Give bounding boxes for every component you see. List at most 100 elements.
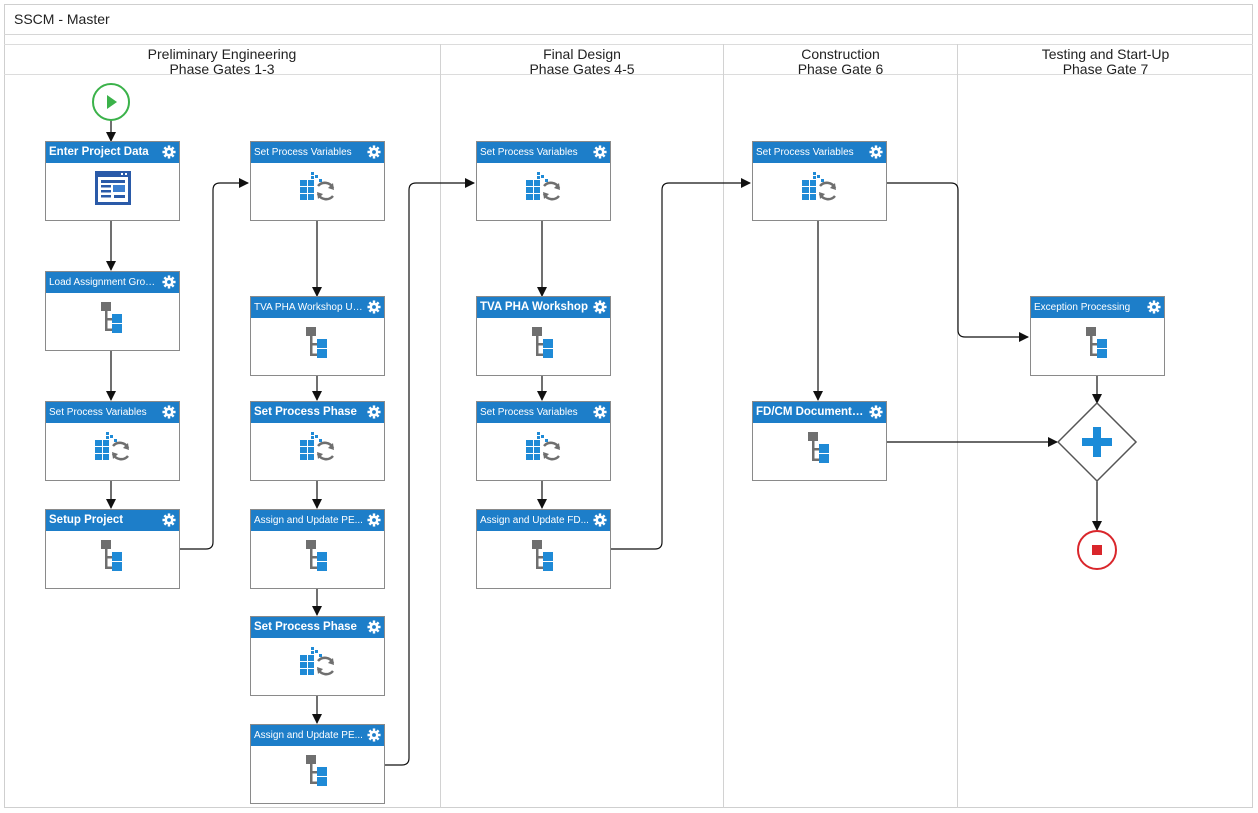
gear-icon[interactable]: [162, 275, 176, 289]
lane-header-construction: Construction Phase Gate 6: [724, 47, 957, 77]
activity-label: Set Process Variables: [49, 407, 147, 418]
subprocess-icon: [1085, 327, 1107, 358]
activity-set-process-variables-5[interactable]: Set Process Variables: [752, 141, 887, 221]
lane-title: Construction: [801, 46, 880, 62]
activity-label: Set Process Variables: [254, 147, 352, 158]
subprocess-icon: [100, 302, 122, 333]
activity-enter-project-data[interactable]: Enter Project Data: [45, 141, 180, 221]
activity-label: Setup Project: [49, 514, 124, 526]
activity-set-process-variables-1[interactable]: Set Process Variables: [45, 401, 180, 481]
connector: [384, 178, 475, 766]
lane-title: Preliminary Engineering: [147, 46, 297, 62]
activity-set-process-variables-2[interactable]: Set Process Variables: [250, 141, 385, 221]
connector: [179, 178, 249, 550]
activity-assign-update-pe-1[interactable]: Assign and Update PE...: [250, 509, 385, 589]
gear-icon[interactable]: [367, 405, 381, 419]
activity-label: Load Assignment Grou...: [49, 277, 159, 288]
connector: [886, 182, 1029, 342]
subprocess-icon: [531, 327, 553, 358]
activity-label: Set Process Phase: [254, 406, 357, 418]
variables-icon: [94, 432, 129, 461]
subprocess-icon: [100, 540, 122, 571]
lane-subtitle: Phase Gate 6: [797, 61, 884, 77]
process-title: SSCM - Master: [14, 11, 110, 27]
lane-divider: [723, 44, 724, 808]
activity-label: Assign and Update PE...: [254, 515, 363, 526]
lane-header-testing-startup: Testing and Start-Up Phase Gate 7: [958, 47, 1253, 77]
stop-icon: [1092, 545, 1102, 555]
subprocess-icon: [305, 755, 327, 786]
activity-set-process-phase-1[interactable]: Set Process Phase: [250, 401, 385, 481]
activity-header: TVA PHA Workshop Upd...: [251, 297, 384, 318]
activity-assign-update-pe-2[interactable]: Assign and Update PE...: [250, 724, 385, 804]
activity-set-process-phase-2[interactable]: Set Process Phase: [250, 616, 385, 696]
gear-icon[interactable]: [162, 405, 176, 419]
activity-label: Assign and Update PE...: [254, 730, 363, 741]
gear-icon[interactable]: [869, 145, 883, 159]
gear-icon[interactable]: [593, 405, 607, 419]
activity-header: Set Process Variables: [477, 402, 610, 423]
gear-icon[interactable]: [162, 513, 176, 527]
gear-icon[interactable]: [367, 513, 381, 527]
activity-header: Setup Project: [46, 510, 179, 531]
activity-label: Exception Processing: [1034, 302, 1131, 313]
activity-assign-update-fd[interactable]: Assign and Update FD...: [476, 509, 611, 589]
parallel-gateway[interactable]: [1057, 402, 1139, 484]
activity-header: Assign and Update PE...: [251, 510, 384, 531]
activity-header: Set Process Variables: [46, 402, 179, 423]
variables-icon: [525, 432, 560, 461]
variables-icon: [299, 172, 334, 201]
start-event[interactable]: [92, 82, 132, 122]
activity-exception-processing[interactable]: Exception Processing: [1030, 296, 1165, 376]
activity-label: Set Process Phase: [254, 621, 357, 633]
gear-icon[interactable]: [162, 145, 176, 159]
gear-icon[interactable]: [367, 728, 381, 742]
lane-header-final-design: Final Design Phase Gates 4-5: [441, 47, 723, 77]
activity-header: Enter Project Data: [46, 142, 179, 163]
variables-icon: [299, 432, 334, 461]
activity-tva-pha-workshop-upd[interactable]: TVA PHA Workshop Upd...: [250, 296, 385, 376]
subprocess-icon: [305, 540, 327, 571]
lane-divider: [957, 44, 958, 808]
lane-subtitle: Phase Gates 1-3: [169, 61, 275, 77]
activity-header: Exception Processing: [1031, 297, 1164, 318]
activity-label: TVA PHA Workshop Upd...: [254, 302, 364, 313]
title-bar: SSCM - Master: [4, 4, 1253, 35]
activity-label: Set Process Variables: [480, 147, 578, 158]
activity-header: Set Process Phase: [251, 617, 384, 638]
form-icon: [94, 171, 131, 205]
gear-icon[interactable]: [593, 300, 607, 314]
activity-header: Assign and Update FD...: [477, 510, 610, 531]
activity-header: Set Process Variables: [251, 142, 384, 163]
gear-icon[interactable]: [869, 405, 883, 419]
end-event[interactable]: [1076, 530, 1118, 572]
activity-label: TVA PHA Workshop: [480, 301, 588, 313]
activity-fd-cm-documentation[interactable]: FD/CM Documentation: [752, 401, 887, 481]
activity-label: Assign and Update FD...: [480, 515, 589, 526]
variables-icon: [299, 647, 334, 676]
activity-setup-project[interactable]: Setup Project: [45, 509, 180, 589]
gear-icon[interactable]: [367, 620, 381, 634]
subprocess-icon: [531, 540, 553, 571]
lane-divider: [440, 44, 441, 808]
activity-header: Assign and Update PE...: [251, 725, 384, 746]
gear-icon[interactable]: [1147, 300, 1161, 314]
activity-load-assignment-groups[interactable]: Load Assignment Grou...: [45, 271, 180, 351]
subprocess-icon: [305, 327, 327, 358]
variables-icon: [525, 172, 560, 201]
activity-tva-pha-workshop[interactable]: TVA PHA Workshop: [476, 296, 611, 376]
activity-label: Set Process Variables: [756, 147, 854, 158]
activity-label: FD/CM Documentation: [756, 406, 866, 418]
activity-set-process-variables-3[interactable]: Set Process Variables: [476, 141, 611, 221]
activity-label: Set Process Variables: [480, 407, 578, 418]
play-icon: [107, 95, 117, 109]
activity-set-process-variables-4[interactable]: Set Process Variables: [476, 401, 611, 481]
gear-icon[interactable]: [593, 513, 607, 527]
lane-title: Final Design: [543, 46, 621, 62]
gear-icon[interactable]: [367, 300, 381, 314]
header-top-divider: [4, 44, 1253, 45]
gear-icon[interactable]: [367, 145, 381, 159]
gear-icon[interactable]: [593, 145, 607, 159]
lane-subtitle: Phase Gates 4-5: [529, 61, 635, 77]
activity-header: FD/CM Documentation: [753, 402, 886, 423]
